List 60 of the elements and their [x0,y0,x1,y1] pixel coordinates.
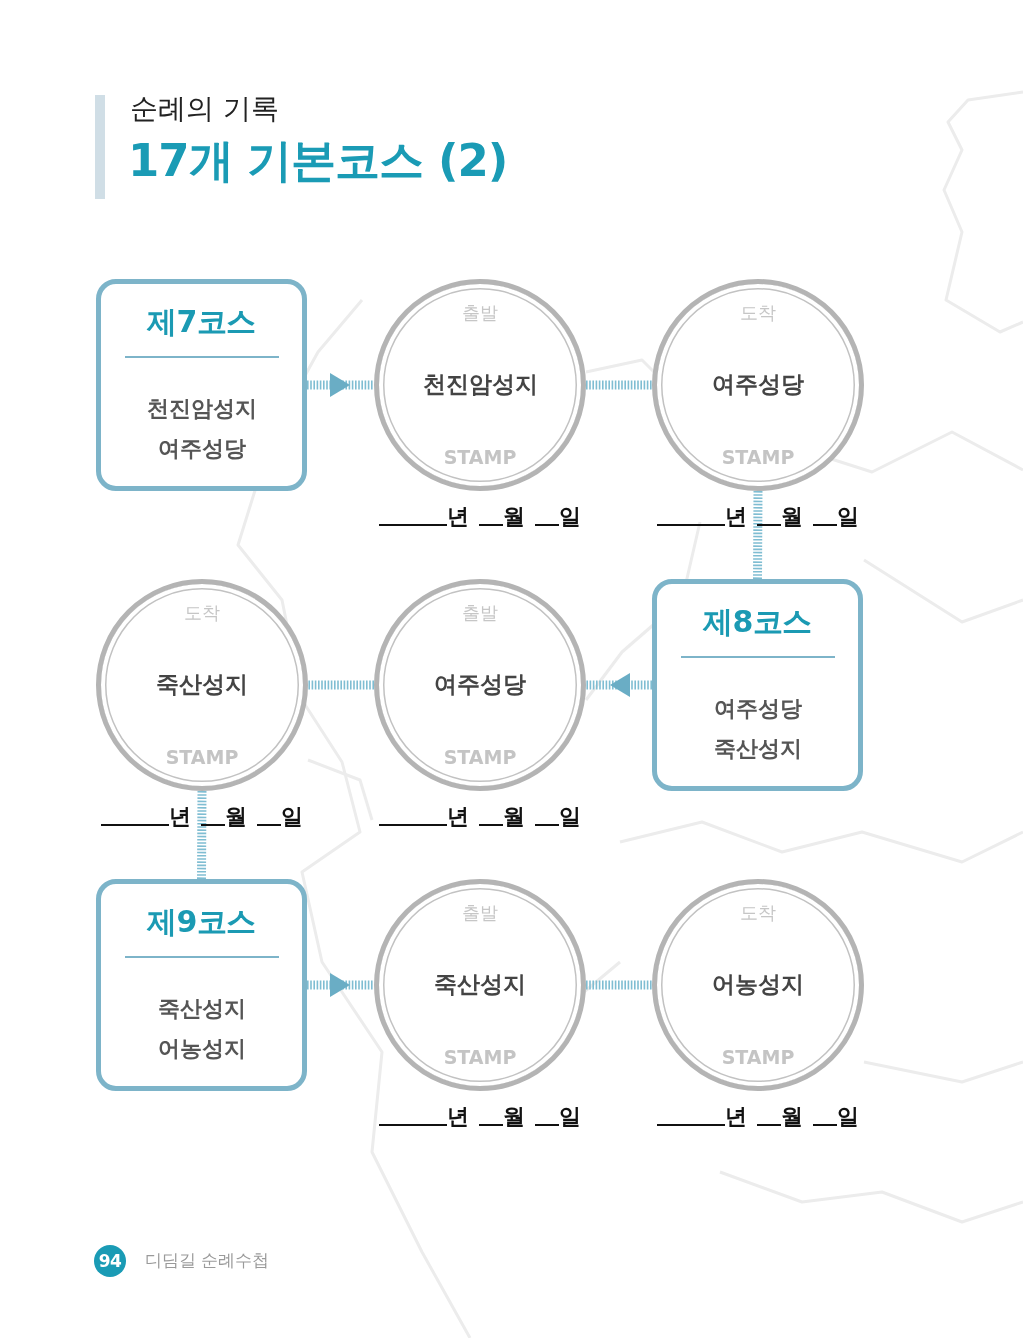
date-unit-label: 일 [559,505,581,530]
course-card [652,579,863,791]
place-name: 죽산성지 [156,671,248,699]
stamp-label: STAMP [165,746,239,769]
dotted-connector [197,790,207,880]
place-name: 죽산성지 [434,971,526,999]
place-name: 어농성지 [712,971,804,999]
date-unit-label: 년 [725,1105,747,1130]
date-unit-label: 월 [503,505,525,530]
place-name: 천진암성지 [422,371,538,399]
date-unit-label: 월 [225,805,247,830]
date-unit-label: 일 [559,1105,581,1130]
course-card [96,879,307,1091]
stage-label: 출발 [462,602,498,624]
place-name: 여주성당 [157,436,246,463]
place-name: 천진암성지 [146,396,257,423]
place-name: 어농성지 [157,1036,246,1063]
date-unit-label: 년 [169,805,191,830]
dotted-connector [753,490,763,580]
page-number-badge: 94 [94,1245,126,1277]
place-name: 여주성당 [713,696,802,723]
course-card [96,279,307,491]
place-name: 죽산성지 [713,736,802,763]
date-unit-label: 월 [781,1105,803,1130]
place-name: 여주성당 [434,671,526,699]
arrow [307,373,374,397]
stamp-label: STAMP [443,446,517,469]
dotted-connector [586,380,652,390]
stamp-label: STAMP [443,746,517,769]
course-title: 제7코스 [147,304,256,340]
course-title: 제8코스 [703,604,812,640]
stage-label: 도착 [184,602,220,624]
page-title: 17개 기본코스 (2) [128,134,508,188]
section-kicker: 순례의 기록 [130,92,279,126]
stage-label: 도착 [740,902,776,924]
stamp-label: STAMP [721,446,795,469]
date-unit-label: 일 [559,805,581,830]
date-unit-label: 일 [837,1105,859,1130]
date-unit-label: 년 [447,1105,469,1130]
date-unit-label: 년 [447,505,469,530]
arrow [307,973,374,997]
footer-text: 디딤길 순례수첩 [145,1250,270,1271]
dotted-connector [308,680,374,690]
date-unit-label: 일 [281,805,303,830]
stamp-label: STAMP [721,1046,795,1069]
course-title: 제9코스 [147,904,256,940]
date-unit-label: 월 [503,805,525,830]
stage-label: 출발 [462,302,498,324]
dotted-connector [586,980,652,990]
date-unit-label: 월 [781,505,803,530]
date-unit-label: 일 [837,505,859,530]
date-unit-label: 년 [725,505,747,530]
place-name: 여주성당 [712,371,804,399]
date-unit-label: 년 [447,805,469,830]
stage-label: 출발 [462,902,498,924]
date-unit-label: 월 [503,1105,525,1130]
place-name: 죽산성지 [157,996,246,1023]
arrow [586,673,652,697]
stamp-label: STAMP [443,1046,517,1069]
stage-label: 도착 [740,302,776,324]
